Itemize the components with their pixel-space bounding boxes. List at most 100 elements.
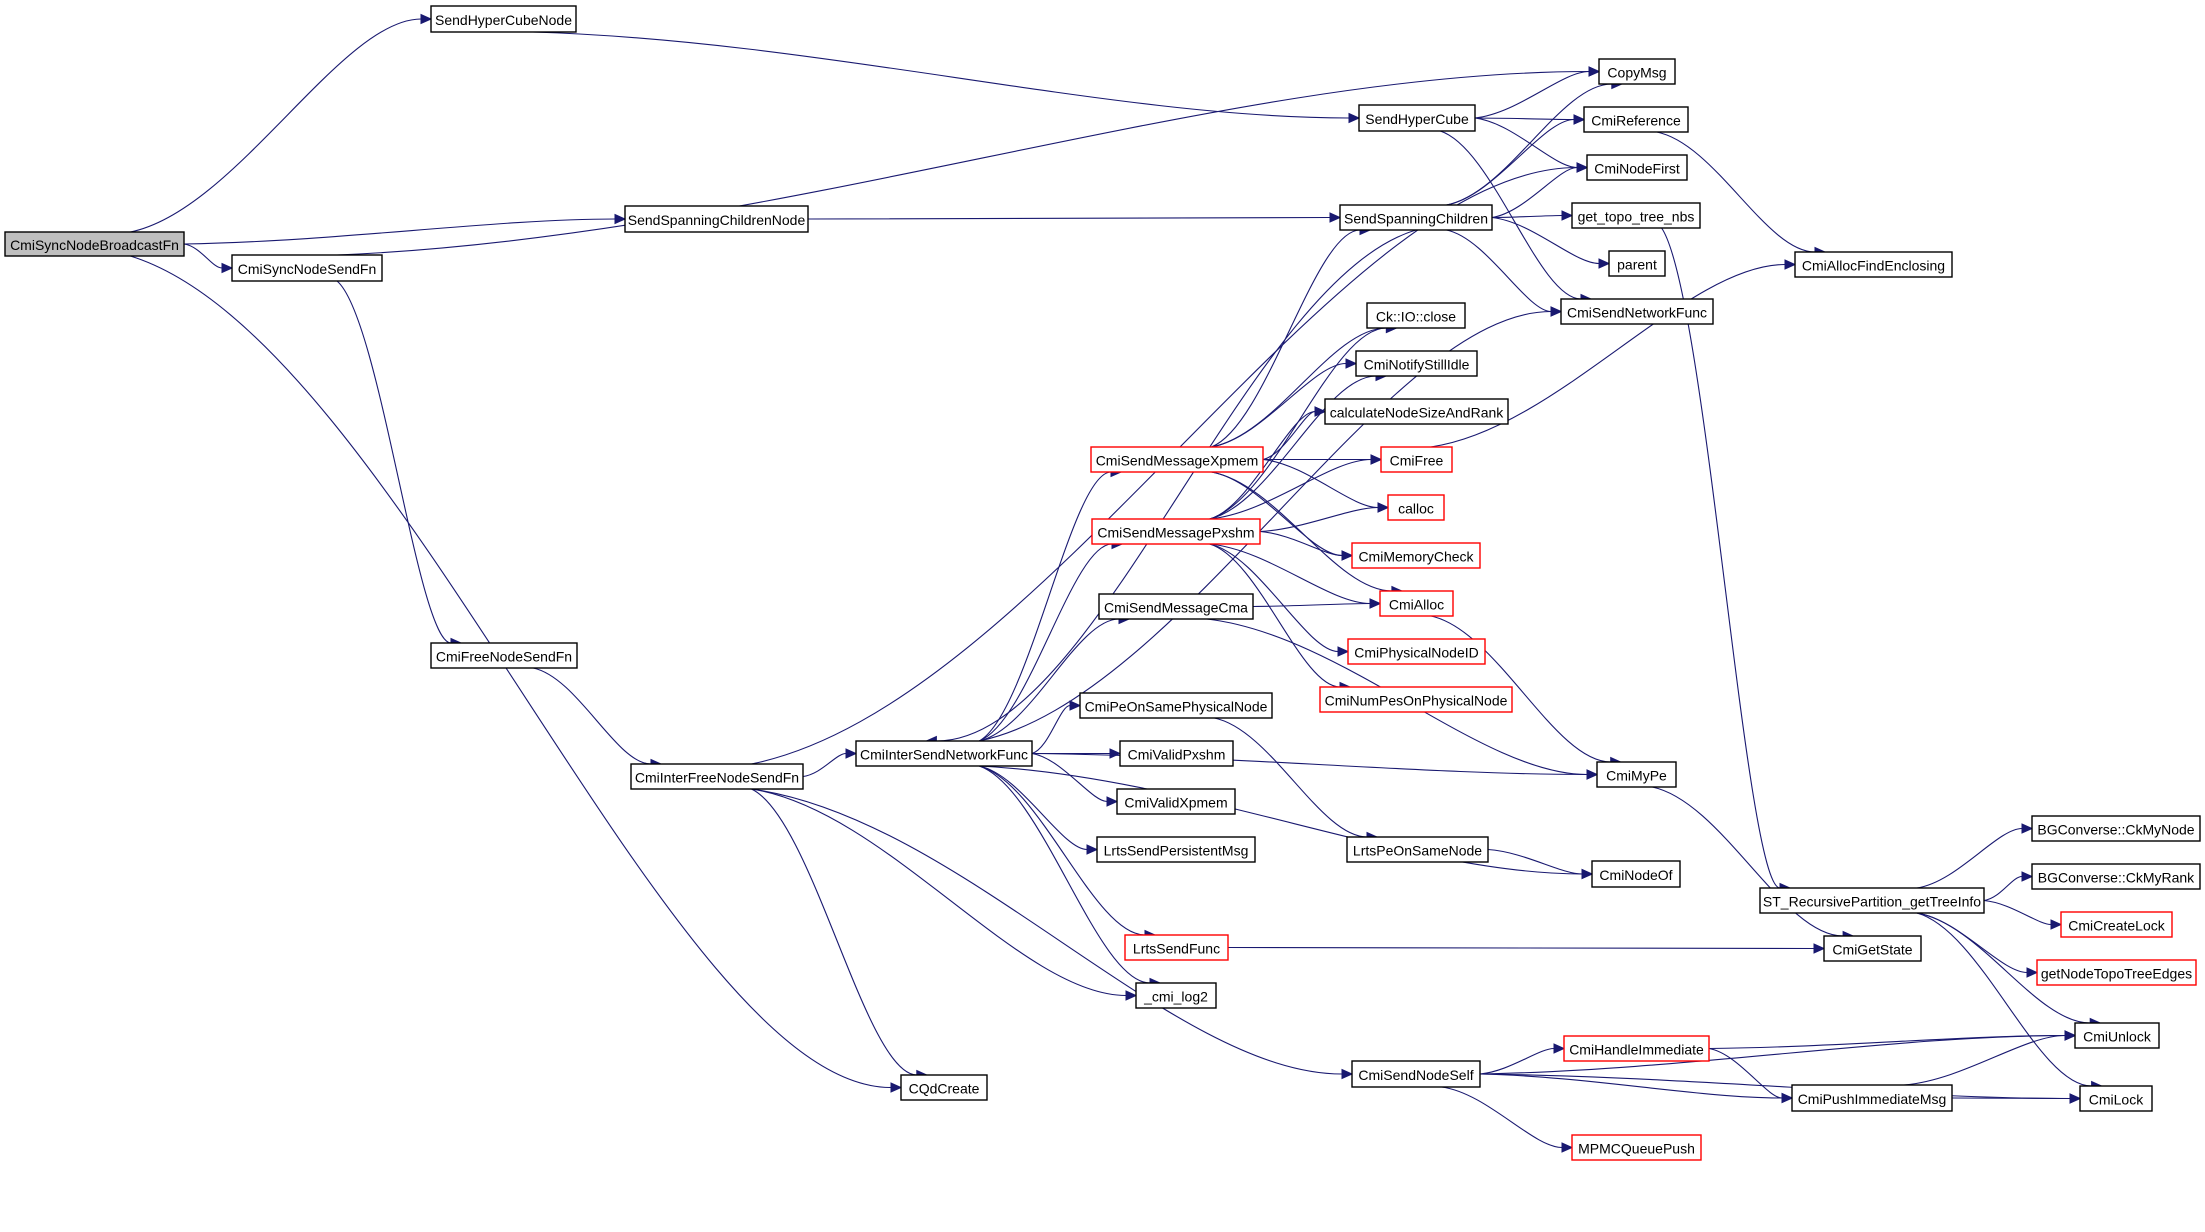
node-box [1387, 494, 1445, 521]
node-box [1586, 154, 1688, 181]
edge-cmisendnodeself-to-mpmcqueuepush [1441, 1086, 1574, 1153]
node-cmifree[interactable]: CmiFree [1380, 446, 1453, 473]
node-box [900, 1074, 988, 1101]
node-label: CmiHandleImmediate [1569, 1042, 1704, 1058]
node-cmipeonsamephysicalnode[interactable]: CmiPeOnSamePhysicalNode [1079, 692, 1273, 719]
node-label: CQdCreate [909, 1081, 980, 1097]
edge-sendspanningchildrennode-to-sendspanningchildren [807, 212, 1342, 223]
node-cmisyncnodesendfn[interactable]: CmiSyncNodeSendFn [231, 254, 383, 282]
node-bgconverse-ckmynode[interactable]: BGConverse::CkMyNode [2031, 815, 2201, 842]
node-cmiphysicalnodeid[interactable]: CmiPhysicalNodeID [1347, 638, 1486, 665]
node-cmilock[interactable]: CmiLock [2079, 1085, 2153, 1112]
edge-cmisyncnodebroadcastfn-to-cmisyncnodesendfn [183, 243, 234, 274]
node-bgconverse-ckmyrank[interactable]: BGConverse::CkMyRank [2031, 863, 2201, 890]
node-lrtspeonsamenode[interactable]: LrtsPeOnSameNode [1346, 836, 1489, 863]
node-sendhypercubenode[interactable]: SendHyperCubeNode [430, 5, 577, 33]
node-cmiallocfindenclosing[interactable]: CmiAllocFindEnclosing [1794, 251, 1953, 278]
node-cminodefirst[interactable]: CmiNodeFirst [1586, 154, 1688, 181]
edge-line [979, 765, 1151, 984]
node-label: CmiNumPesOnPhysicalNode [1325, 693, 1508, 709]
node-sendspanningchildren[interactable]: SendSpanningChildren [1339, 204, 1493, 231]
edge-sendspanningchildren-to-parent [1491, 216, 1611, 269]
node-cmicreatelock[interactable]: CmiCreateLock [2060, 911, 2173, 938]
edge-line [1983, 899, 2052, 926]
node-cmireference[interactable]: CmiReference [1583, 106, 1689, 133]
node-cminodeof[interactable]: CmiNodeOf [1591, 860, 1681, 888]
node-label: MPMCQueuePush [1578, 1141, 1695, 1157]
node-box [1346, 836, 1489, 863]
node-cmimype[interactable]: CmiMyPe [1596, 761, 1677, 788]
arrowhead-icon [1781, 1092, 1794, 1104]
edges-layer [130, 13, 2103, 1153]
node-box [1583, 106, 1689, 133]
node-lrtssendfunc[interactable]: LrtsSendFunc [1124, 934, 1229, 961]
arrowhead-icon [1573, 114, 1586, 125]
edge-sendhypercube-to-cminodefirst [1474, 117, 1589, 173]
node-getnodetopotreeedges[interactable]: getNodeTopoTreeEdges [2036, 959, 2197, 986]
edge-st-recursivepartition-gettreeinfo-to-cmilock [1916, 912, 2103, 1092]
node-cmimemorycheck[interactable]: CmiMemoryCheck [1351, 542, 1481, 569]
node-sendhypercube[interactable]: SendHyperCube [1358, 104, 1476, 132]
node-calculatenodesizeandrank[interactable]: calculateNodeSizeAndRank [1324, 398, 1509, 425]
node-cmisendmessagecma[interactable]: CmiSendMessageCma [1098, 593, 1254, 620]
node-cmihandleimmediate[interactable]: CmiHandleImmediate [1563, 1035, 1710, 1062]
node-cminumpesonphysicalnode[interactable]: CmiNumPesOnPhysicalNode [1319, 686, 1513, 713]
node-cmiintersendnetworkfunc[interactable]: CmiInterSendNetworkFunc [855, 740, 1033, 767]
node-cmialloc[interactable]: CmiAlloc [1379, 590, 1454, 617]
arrowhead-icon [1598, 258, 1611, 269]
edge-line [1479, 1073, 1783, 1099]
edge-line [1661, 227, 1781, 889]
edge-cmisendmessagexpmem-to-cmimemorycheck [1211, 471, 1354, 561]
node-cmiinterfreenodesendfn[interactable]: CmiInterFreeNodeSendFn [630, 763, 804, 790]
node-cmisendmessagexpmem[interactable]: CmiSendMessageXpmem [1090, 446, 1264, 473]
edge-cmifree-to-cmiallocfindenclosing [1430, 259, 1797, 448]
node-label: CmiAllocFindEnclosing [1802, 258, 1945, 274]
node-box [855, 740, 1033, 767]
edge-cmisendmessagexpmem-to-calloc [1262, 458, 1390, 513]
edge-line [1209, 327, 1387, 520]
node-copymsg[interactable]: CopyMsg [1598, 58, 1676, 85]
edge-sendspanningchildren-to-cmiintersendnetworkfunc [925, 229, 1417, 747]
edge-line [1708, 1034, 2066, 1050]
edge-cmiintersendnetworkfunc-to-cmisendnetworkfunc [979, 306, 1563, 742]
node-cmiunlock[interactable]: CmiUnlock [2074, 1022, 2160, 1049]
edge-line [751, 788, 917, 1076]
edge-line [1259, 506, 1379, 533]
node-box [2036, 959, 2197, 986]
node-cmivalidpxshm[interactable]: CmiValidPxshm [1119, 740, 1234, 767]
node-calloc[interactable]: calloc [1387, 494, 1445, 521]
edge-line [1262, 410, 1316, 461]
edge-cmisyncnodebroadcastfn-to-cqdcreate [130, 255, 903, 1093]
edge-cmipeonsamephysicalnode-to-lrtspeonsamenode [1214, 717, 1379, 843]
node-box [1794, 251, 1953, 278]
edge-line [979, 618, 1120, 742]
node-cmi-log2[interactable]: _cmi_log2 [1135, 982, 1217, 1009]
edge-cmisendmessagepxshm-to-calloc [1259, 502, 1390, 533]
node-cmifreenodesendfn[interactable]: CmiFreeNodeSendFn [430, 642, 578, 669]
node-cmisendnetworkfunc[interactable]: CmiSendNetworkFunc [1560, 298, 1714, 325]
node-box [1079, 692, 1273, 719]
node-parent[interactable]: parent [1608, 250, 1666, 277]
edge-cmisendmessagecma-to-cmialloc [1252, 598, 1382, 609]
node-box [1379, 590, 1454, 617]
node-cmisendmessagepxshm[interactable]: CmiSendMessagePxshm [1091, 518, 1261, 545]
node-box [1098, 593, 1254, 620]
edge-cmiintersendnetworkfunc-to-cmivalidxpmem [1031, 752, 1119, 807]
edge-sendspanningchildren-to-copymsg [1446, 78, 1624, 206]
edge-sendhypercubenode-to-sendhypercube [532, 31, 1361, 124]
node-sendspanningchildrennode[interactable]: SendSpanningChildrenNode [624, 205, 809, 233]
node-cqdcreate[interactable]: CQdCreate [900, 1074, 988, 1101]
node-cmivalidxpmem[interactable]: CmiValidXpmem [1116, 788, 1236, 815]
node-cmipushimmediatemsg[interactable]: CmiPushImmediateMsg [1791, 1084, 1953, 1112]
node-mpmcqueuepush[interactable]: MPMCQueuePush [1571, 1134, 1702, 1161]
edge-line [1209, 410, 1316, 520]
node-cmigetstate[interactable]: CmiGetState [1823, 935, 1922, 962]
node-st-recursivepartition-gettreeinfo[interactable]: ST_RecursivePartition_getTreeInfo [1759, 887, 1985, 914]
node-get-topo-tree-nbs[interactable]: get_topo_tree_nbs [1571, 202, 1701, 229]
node-label: CmiSendMessagePxshm [1097, 525, 1254, 541]
node-lrtssendpersistentmsg[interactable]: LrtsSendPersistentMsg [1096, 836, 1256, 863]
node-ck-io-close[interactable]: Ck::IO::close [1366, 302, 1466, 329]
edge-line [1227, 946, 1815, 950]
node-cmisendnodeself[interactable]: CmiSendNodeSelf [1351, 1060, 1481, 1088]
node-cminotifystillidle[interactable]: CmiNotifyStillIdle [1355, 350, 1478, 377]
